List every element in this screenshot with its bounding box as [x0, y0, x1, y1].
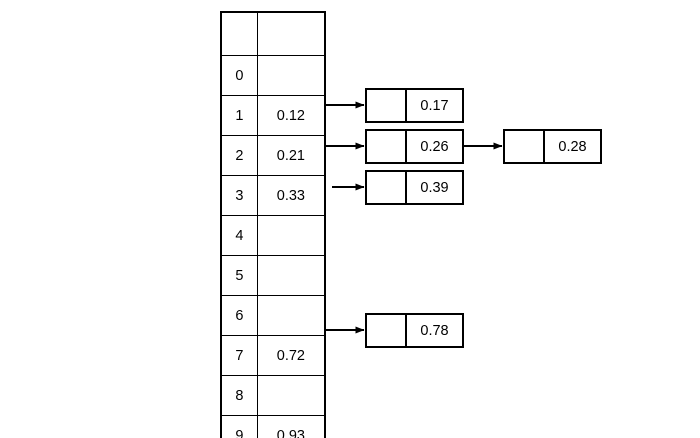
node-017-pointer-cell	[367, 90, 407, 121]
bucket-row-4[interactable]: 4	[220, 215, 326, 256]
bucket-index-7: 7	[220, 335, 258, 376]
bucket-value-9: 0.93	[256, 415, 326, 438]
bucket-header-row	[220, 11, 326, 56]
bucket-index-6: 6	[220, 295, 258, 336]
node-026-value-cell: 0.26	[407, 131, 462, 162]
node-028-pointer-cell	[505, 131, 545, 162]
bucket-index-1: 1	[220, 95, 258, 136]
bucket-row-3[interactable]: 3 0.33	[220, 175, 326, 216]
node-026-pointer-cell	[367, 131, 407, 162]
bucket-value-6	[256, 295, 326, 336]
bucket-header-index-cell	[220, 11, 258, 56]
bucket-row-9[interactable]: 9 0.93	[220, 415, 326, 438]
bucket-value-8	[256, 375, 326, 416]
list-node-039[interactable]: 0.39	[365, 170, 464, 205]
node-078-value-cell: 0.78	[407, 315, 462, 346]
node-017-value-cell: 0.17	[407, 90, 462, 121]
node-039-pointer-cell	[367, 172, 407, 203]
bucket-index-4: 4	[220, 215, 258, 256]
bucket-value-5	[256, 255, 326, 296]
list-node-017[interactable]: 0.17	[365, 88, 464, 123]
bucket-index-2: 2	[220, 135, 258, 176]
bucket-index-5: 5	[220, 255, 258, 296]
node-028-value-cell: 0.28	[545, 131, 600, 162]
bucket-row-5[interactable]: 5	[220, 255, 326, 296]
bucket-row-6[interactable]: 6	[220, 295, 326, 336]
bucket-index-0: 0	[220, 55, 258, 96]
bucket-value-0	[256, 55, 326, 96]
bucket-row-1[interactable]: 1 0.12	[220, 95, 326, 136]
bucket-row-7[interactable]: 7 0.72	[220, 335, 326, 376]
bucket-value-3: 0.33	[256, 175, 326, 216]
list-node-028[interactable]: 0.28	[503, 129, 602, 164]
bucket-value-4	[256, 215, 326, 256]
bucket-header-value-cell	[256, 11, 326, 56]
node-078-pointer-cell	[367, 315, 407, 346]
bucket-value-1: 0.12	[256, 95, 326, 136]
bucket-array-body: 0 1 0.12 2 0.21 3 0.33 4 5	[220, 11, 326, 438]
bucket-index-3: 3	[220, 175, 258, 216]
bucket-row-8[interactable]: 8	[220, 375, 326, 416]
node-039-value-cell: 0.39	[407, 172, 462, 203]
bucket-value-2: 0.21	[256, 135, 326, 176]
list-node-078[interactable]: 0.78	[365, 313, 464, 348]
bucket-array-table: 0 1 0.12 2 0.21 3 0.33 4 5	[220, 11, 326, 438]
bucket-value-7: 0.72	[256, 335, 326, 376]
bucket-row-2[interactable]: 2 0.21	[220, 135, 326, 176]
list-node-026[interactable]: 0.26	[365, 129, 464, 164]
bucket-index-8: 8	[220, 375, 258, 416]
bucket-row-0[interactable]: 0	[220, 55, 326, 96]
bucket-index-9: 9	[220, 415, 258, 438]
